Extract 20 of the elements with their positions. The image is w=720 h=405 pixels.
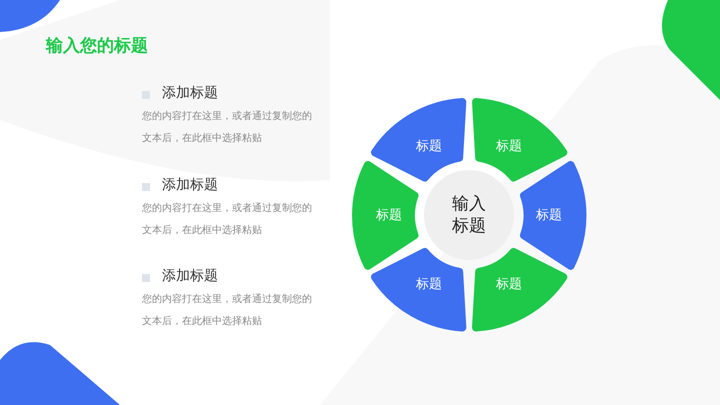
- segment-label: 标题: [496, 276, 522, 294]
- segment-label: 标题: [496, 138, 522, 155]
- segment-label: 标题: [416, 138, 442, 155]
- body-text: 您的内容打在这里，或者通过复制您的文本后，在此框中选择粘贴: [142, 202, 313, 238]
- segment-shape: [352, 160, 418, 270]
- segment-shape: [370, 248, 466, 332]
- segment-shape: [472, 98, 568, 182]
- segment-label: 标题: [416, 276, 442, 294]
- body-text: 您的内容打在这里，或者通过复制您的文本后，在此框中选择粘贴: [142, 110, 313, 146]
- section-heading: 添加标题: [162, 84, 218, 102]
- page-title: 输入您的标题: [46, 35, 148, 57]
- section-heading: 添加标题: [162, 267, 218, 285]
- segment-shape: [370, 98, 466, 182]
- section-heading: 添加标题: [162, 176, 218, 194]
- body-text: 您的内容打在这里，或者通过复制您的文本后，在此框中选择粘贴: [142, 292, 313, 329]
- segment-label: 标题: [536, 206, 562, 224]
- segment-label: 标题: [376, 206, 402, 224]
- segment-shape: [472, 248, 568, 332]
- center-title: 输入标题: [451, 193, 487, 237]
- segment-shape: [520, 160, 586, 270]
